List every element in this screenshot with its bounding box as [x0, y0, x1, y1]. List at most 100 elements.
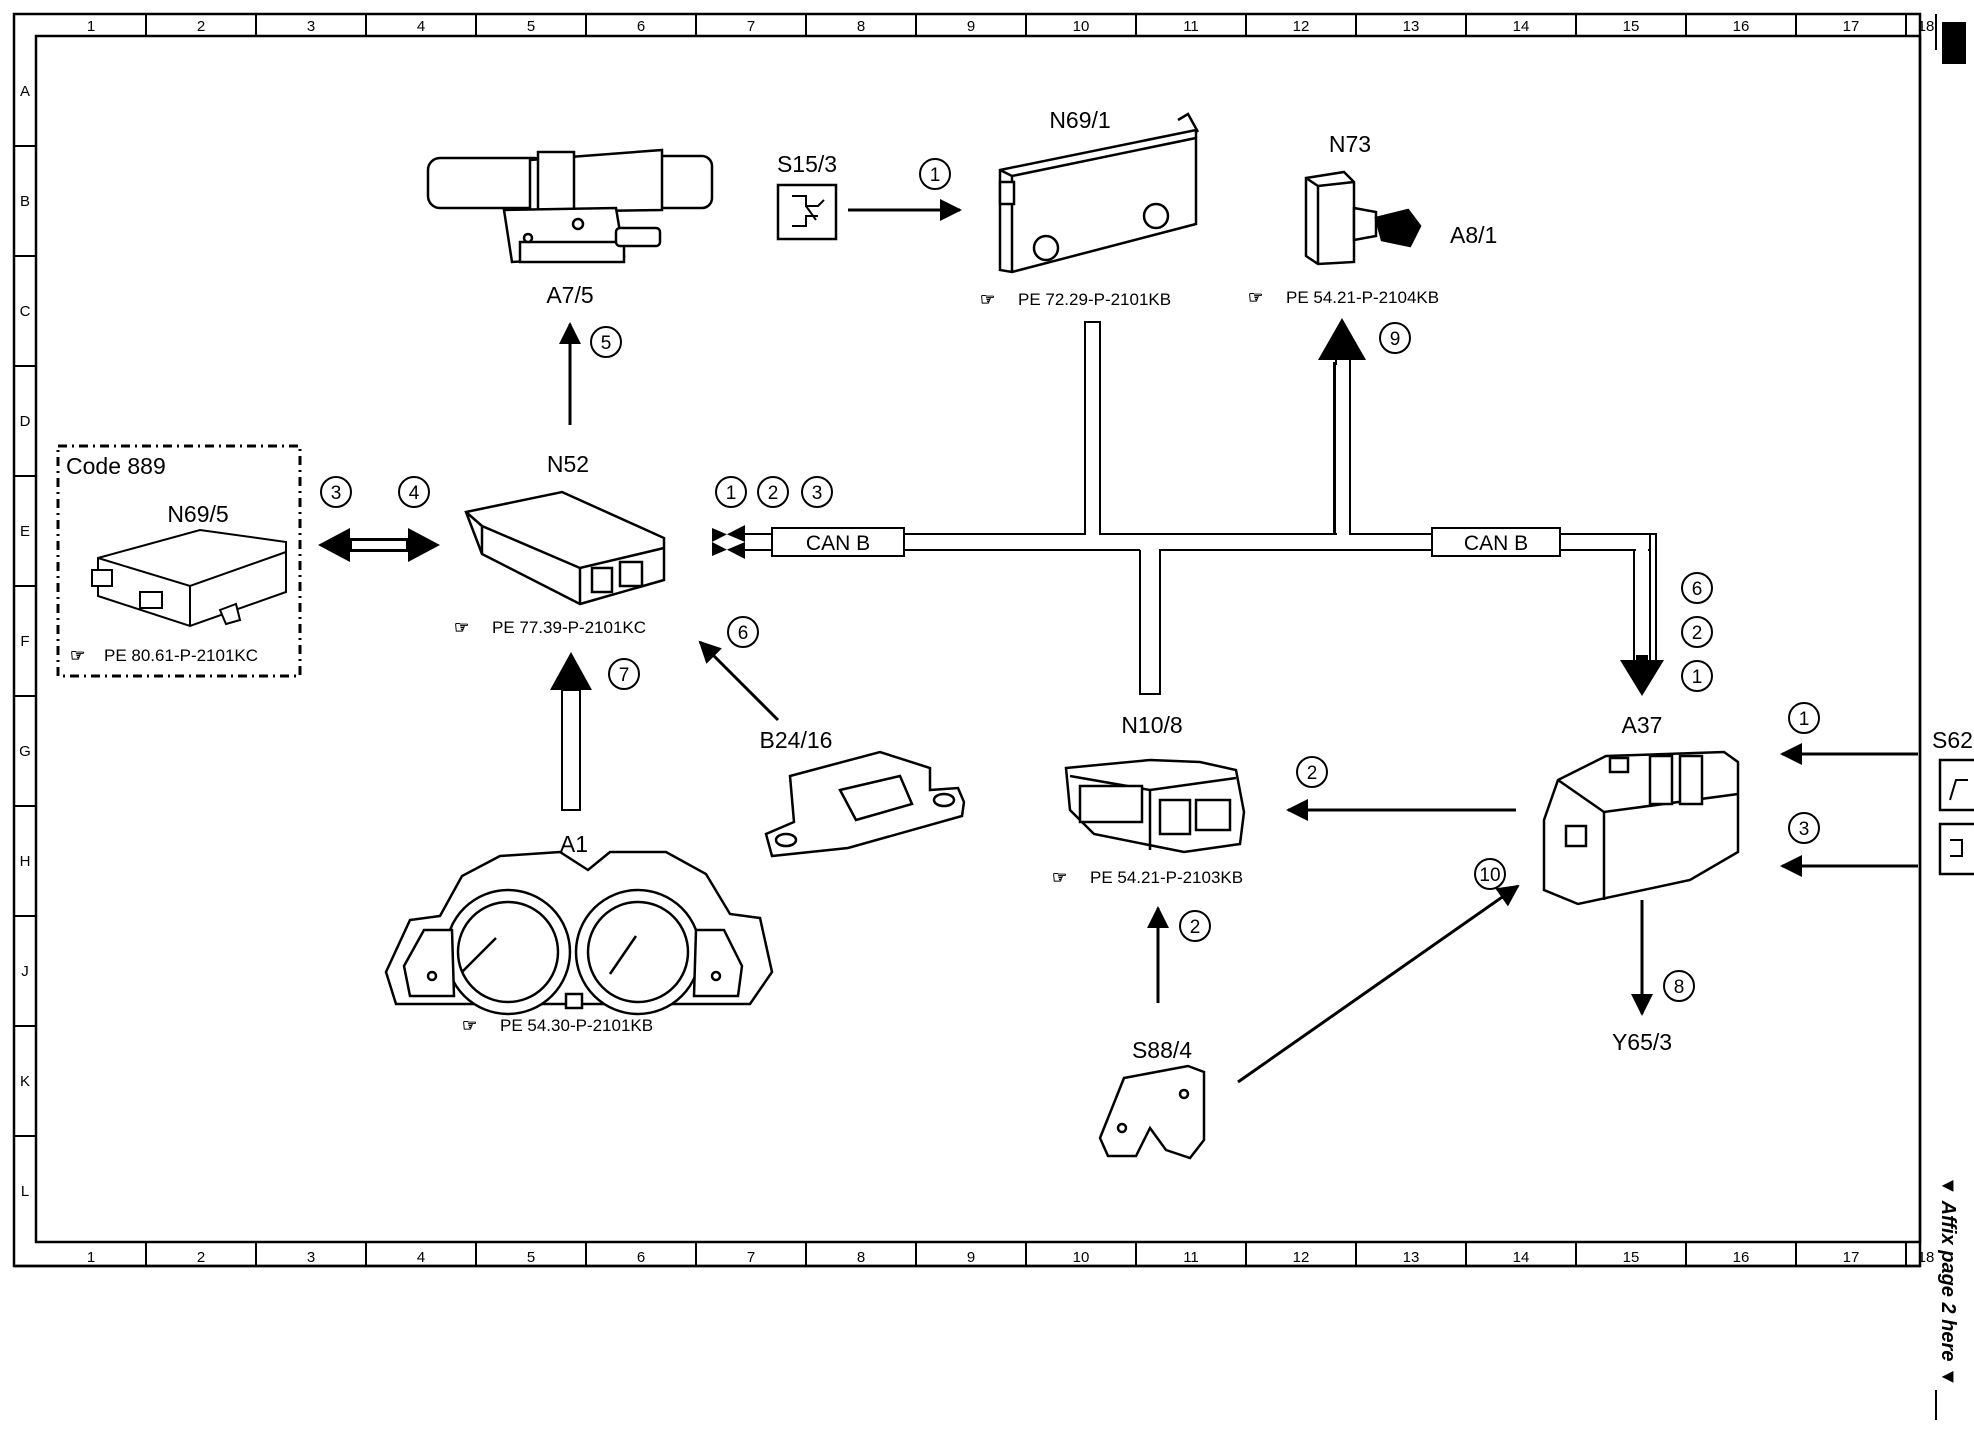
- marker-label: 2: [1307, 763, 1318, 784]
- col-label: 1: [87, 1249, 95, 1266]
- row-label: C: [20, 303, 31, 320]
- can-b-label-box-left: [771, 527, 905, 557]
- col-label: 7: [747, 1249, 755, 1266]
- bus-arrow-to-a37: [1620, 660, 1664, 696]
- bus-fill: [1142, 552, 1159, 692]
- row-labels: A B C D E F G H J K L: [19, 83, 31, 1200]
- n69-5-module-icon: [91, 528, 287, 628]
- n69-5-label: N69/5: [167, 501, 228, 527]
- col-label: 13: [1403, 18, 1420, 35]
- a8-1-ref: PE 54.21-P-2104KB: [1286, 288, 1439, 307]
- s62-switch-icon: [1938, 822, 1974, 876]
- code-889-label: Code 889: [66, 453, 166, 479]
- col-label: 16: [1733, 18, 1750, 35]
- col-label: 9: [967, 18, 975, 35]
- column-labels-top: 1 2 3 4 5 6 7 8 9 10 11 12 13 14 15 16 1…: [87, 18, 1935, 35]
- col-label: 13: [1403, 1249, 1420, 1266]
- ref-pointer-icon: ☞: [980, 290, 995, 309]
- b24-16-sensor-icon: [764, 750, 966, 858]
- marker-label: 4: [409, 483, 420, 504]
- col-label: 5: [527, 18, 535, 35]
- bus-fill: [1636, 536, 1648, 666]
- row-label: D: [20, 413, 31, 430]
- col-label: 11: [1183, 1249, 1199, 1266]
- row-label: H: [20, 853, 31, 870]
- col-label: 3: [307, 18, 315, 35]
- row-label: L: [21, 1183, 29, 1200]
- ref-pointer-icon: ☞: [1248, 288, 1263, 307]
- marker-label: 1: [1799, 709, 1810, 730]
- marker-label: 9: [1390, 329, 1401, 350]
- col-label: 1: [87, 18, 95, 35]
- marker-label: 1: [930, 165, 941, 186]
- column-labels-bottom: 1 2 3 4 5 6 7 8 9 10 11 12 13 14 15 16 1…: [87, 1249, 1935, 1266]
- ref-pointer-icon: ☞: [462, 1016, 477, 1035]
- ref-pointer-icon: ☞: [1052, 868, 1067, 887]
- bus-arrow-to-n52: [712, 525, 745, 559]
- col-label: 15: [1623, 1249, 1640, 1266]
- col-label: 14: [1513, 18, 1530, 35]
- col-label: 11: [1183, 18, 1199, 35]
- n10-8-ref: PE 54.21-P-2103KB: [1090, 868, 1243, 887]
- col-label: 8: [857, 18, 865, 35]
- b24-16-label: B24/16: [760, 727, 833, 753]
- row-label: E: [20, 523, 30, 540]
- col-label: 15: [1623, 18, 1640, 35]
- bus-fill: [1336, 365, 1348, 533]
- number-markers: [320, 158, 1820, 1002]
- can-bus: [745, 321, 1657, 695]
- y65-3-label: Y65/3: [1612, 1029, 1672, 1055]
- col-label: 17: [1843, 1249, 1860, 1266]
- a37-label: A37: [1622, 712, 1663, 738]
- col-label: 7: [747, 18, 755, 35]
- col-label: 12: [1293, 18, 1310, 35]
- marker-label: 3: [812, 483, 823, 504]
- marker-label: 3: [331, 483, 342, 504]
- s15-3-label: S15/3: [777, 151, 837, 177]
- col-label: 18: [1918, 1249, 1935, 1266]
- n73-ignition-switch-icon: [1304, 170, 1422, 266]
- marker-label: 1: [726, 483, 737, 504]
- row-label: F: [20, 633, 29, 650]
- a1-instrument-cluster-icon: [384, 850, 774, 1016]
- can-b-label-left: CAN B: [806, 532, 870, 555]
- col-label: 4: [417, 18, 425, 35]
- bus-fill: [1087, 330, 1099, 533]
- arrow-a1-to-n52: [550, 652, 592, 811]
- n10-8-module-icon: [1064, 758, 1246, 854]
- marker-label: 6: [1692, 579, 1703, 600]
- col-label: 2: [197, 1249, 205, 1266]
- n52-module-icon: [464, 490, 666, 606]
- row-label: K: [20, 1073, 30, 1090]
- n73-label: N73: [1329, 131, 1371, 157]
- n69-5-ref: PE 80.61-P-2101KC: [104, 646, 258, 665]
- n69-1-ref: PE 72.29-P-2101KB: [1018, 290, 1171, 309]
- marker-label: 10: [1479, 865, 1500, 886]
- marker-label: 1: [1692, 667, 1703, 688]
- a7-5-steering-lock-icon: [426, 148, 714, 264]
- can-bus-pipe: [745, 321, 1651, 695]
- n69-1-module-icon: [998, 112, 1200, 274]
- marker-label: 8: [1674, 977, 1685, 998]
- row-label: G: [19, 743, 31, 760]
- a8-1-label: A8/1: [1450, 222, 1497, 248]
- row-label: J: [21, 963, 29, 980]
- signal-arrows: [559, 199, 1918, 1084]
- ref-pointer-icon: ☞: [70, 646, 85, 665]
- affix-page-note: ▼ Affix page 2 here ▼: [1937, 1176, 1959, 1387]
- bus-arrow-to-n73: [1318, 318, 1366, 360]
- s15-3-switch-icon: [776, 183, 838, 241]
- can-b-label-right: CAN B: [1464, 532, 1528, 555]
- col-label: 17: [1843, 18, 1860, 35]
- marker-label: 7: [619, 665, 630, 686]
- marker-label: 6: [738, 623, 749, 644]
- a37-module-icon: [1542, 750, 1740, 906]
- col-label: 8: [857, 1249, 865, 1266]
- n52-ref: PE 77.39-P-2101KC: [492, 618, 646, 637]
- col-label: 18: [1918, 18, 1935, 35]
- col-label: 5: [527, 1249, 535, 1266]
- marker-label: 2: [768, 483, 779, 504]
- col-label: 16: [1733, 1249, 1750, 1266]
- marker-label: 2: [1190, 917, 1201, 938]
- col-label: 6: [637, 1249, 645, 1266]
